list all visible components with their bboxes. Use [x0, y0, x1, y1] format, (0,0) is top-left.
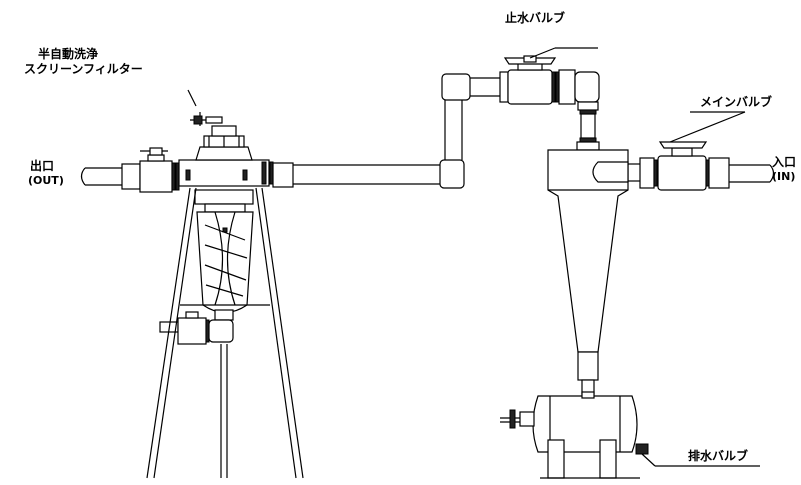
- tripod-stand: [146, 187, 304, 479]
- stop-valve-label: 止水バルブ: [505, 11, 566, 25]
- outlet-label: 出口: [30, 159, 55, 173]
- hydrocyclone: [547, 149, 629, 395]
- screen-filter-body: [194, 189, 254, 321]
- screen-filter-head: [178, 89, 294, 188]
- outlet-pipe: [80, 163, 141, 190]
- cyclone-riser: [576, 101, 600, 151]
- stop-valve: [499, 47, 600, 105]
- filter-label-line1: 半自動洗浄: [38, 47, 99, 61]
- main-valve-label: メインバルブ: [700, 95, 773, 109]
- inlet-en-label: (IN): [772, 170, 796, 183]
- filter-label-line2: スクリーンフィルター: [24, 62, 143, 76]
- outlet-ball-valve: [139, 147, 180, 193]
- sediment-tank: [500, 391, 760, 479]
- connecting-pipe: [293, 73, 500, 189]
- main-valve: [628, 111, 775, 191]
- drain-valve-label: 排水バルブ: [688, 449, 749, 463]
- inlet-label: 入口: [772, 155, 797, 169]
- outlet-en-label: (OUT): [28, 174, 64, 187]
